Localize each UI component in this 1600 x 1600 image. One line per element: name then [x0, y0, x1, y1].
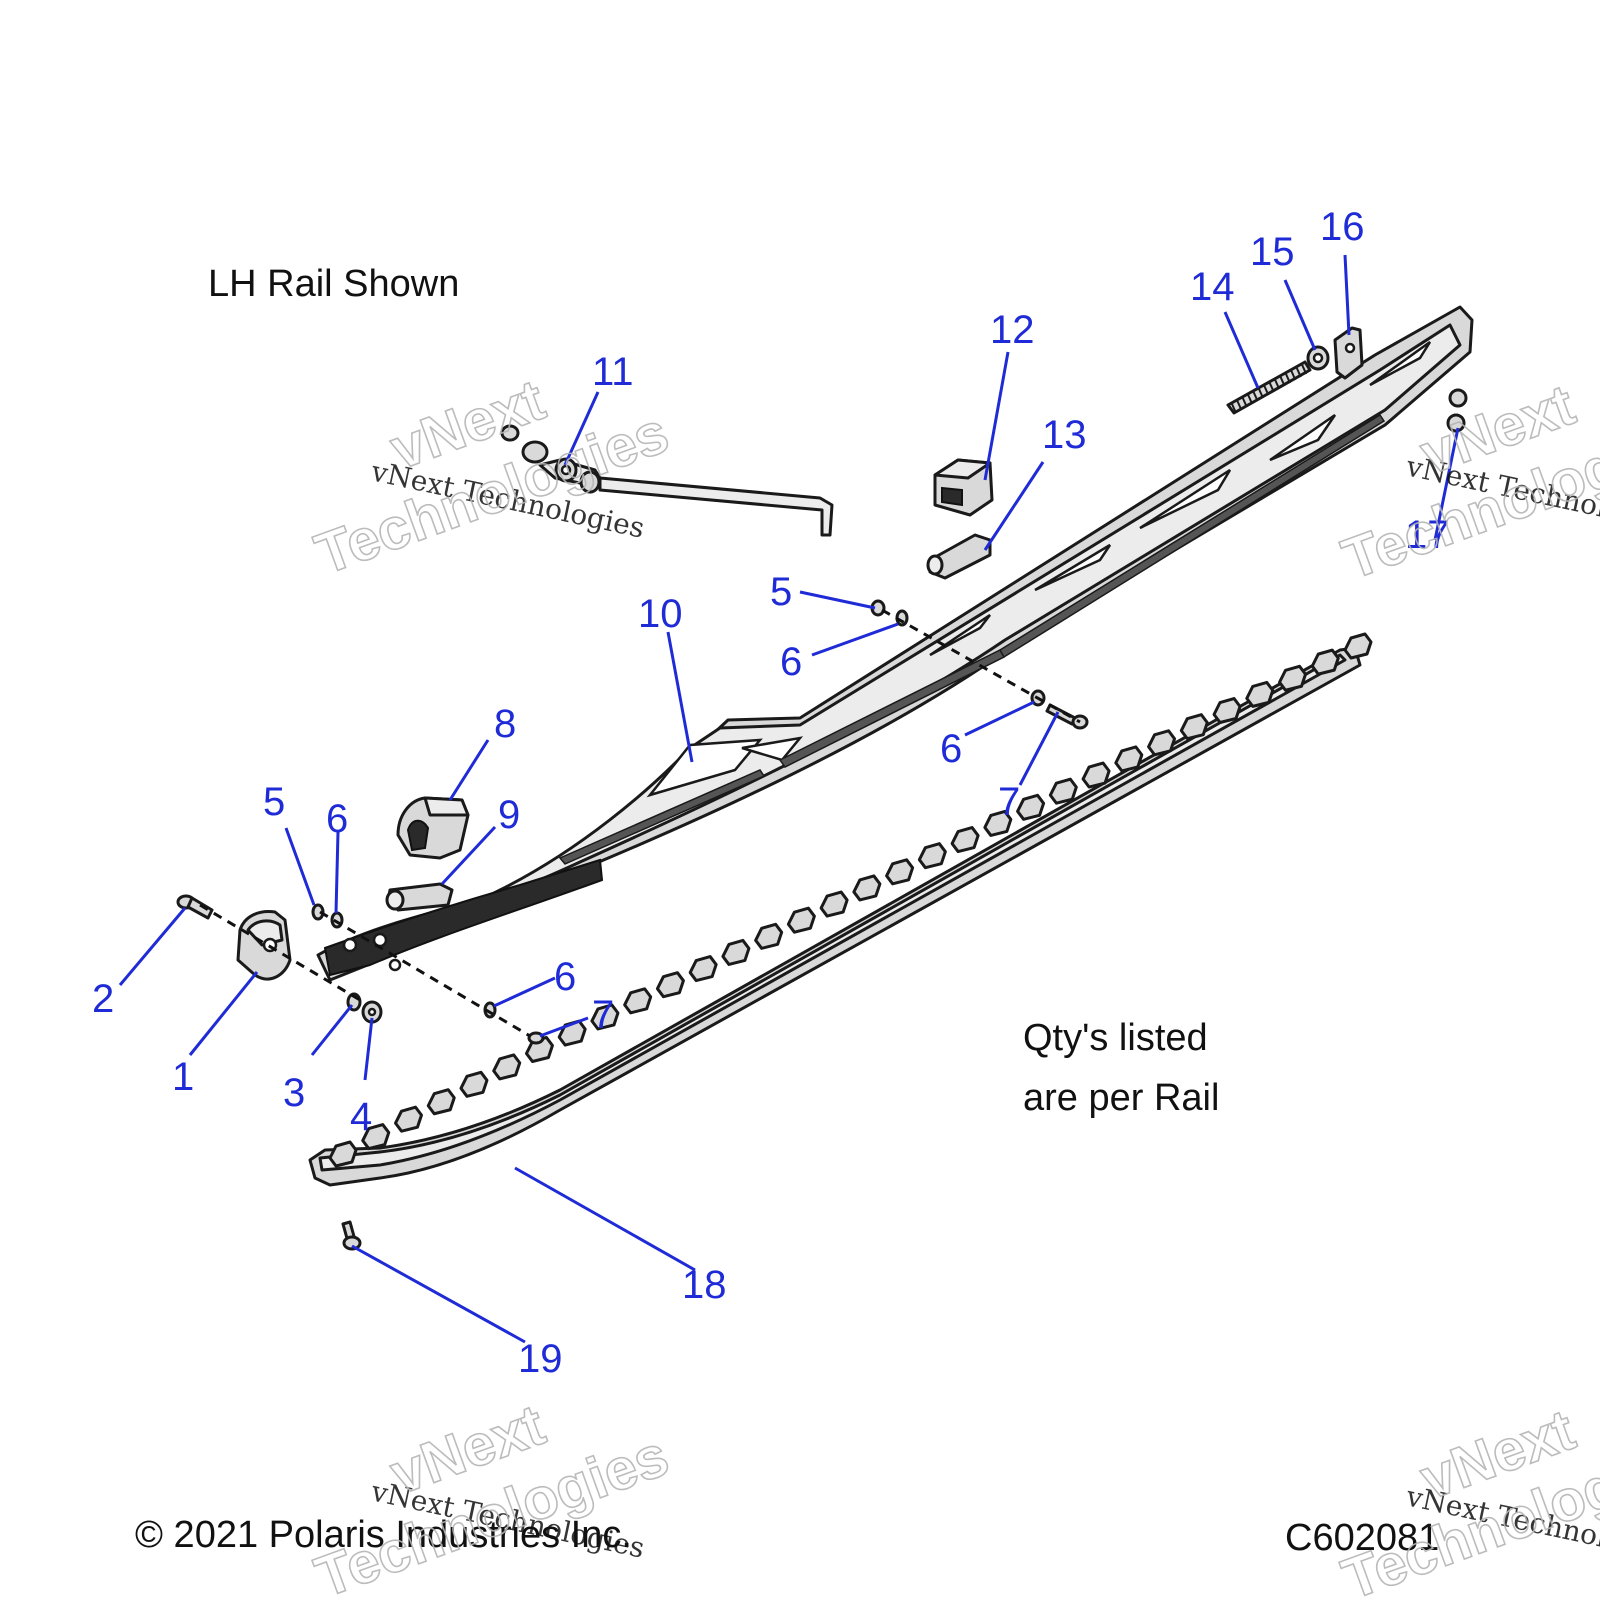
callout-17: 17 — [1405, 513, 1450, 557]
nut-part-15 — [1306, 345, 1330, 371]
callout-19: 19 — [518, 1337, 563, 1381]
callout-8: 8 — [494, 702, 516, 746]
thread-line — [1252, 391, 1259, 402]
callout-6-lower: 6 — [554, 955, 576, 999]
wear-strip-tooth — [492, 1053, 522, 1081]
bracket-part-16 — [1333, 326, 1364, 380]
callout-6-front: 6 — [326, 797, 348, 841]
thread-line — [1241, 397, 1248, 408]
thread-line — [1247, 394, 1254, 405]
thread-line — [1301, 364, 1308, 375]
thread-line — [1295, 367, 1302, 378]
qty-note-line-2: are per Rail — [1023, 1077, 1219, 1119]
callout-12: 12 — [990, 308, 1035, 352]
pin-part-9 — [385, 882, 454, 912]
callout-7-lower: 7 — [592, 993, 614, 1037]
wear-strip-tooth — [754, 922, 784, 950]
thread-line — [1268, 382, 1275, 393]
wear-strip-tooth — [459, 1070, 489, 1098]
wear-strip-tooth — [1179, 713, 1209, 741]
nut-part-17-upper — [1448, 388, 1468, 408]
wear-strip-tooth — [983, 809, 1013, 837]
callout-9: 9 — [498, 793, 520, 837]
wear-strip-tooth — [1278, 664, 1308, 692]
callout-16: 16 — [1320, 205, 1365, 249]
pin-part-13 — [926, 533, 992, 580]
wear-strip-tooth — [623, 987, 653, 1015]
wear-strip-tooth — [950, 826, 980, 854]
wear-strip-tooth — [786, 906, 816, 934]
callout-11: 11 — [592, 350, 634, 394]
wear-strip-tooth — [590, 1003, 620, 1031]
callout-7-mid: 7 — [998, 780, 1020, 824]
thread-line — [1279, 376, 1286, 387]
wear-strip-tooth — [721, 938, 751, 966]
wear-strip-tooth — [1048, 777, 1078, 805]
thread-line — [1236, 400, 1243, 411]
nut-part-5-front — [311, 903, 325, 921]
view-label: LH Rail Shown — [208, 263, 459, 305]
leader-lines — [118, 254, 1460, 1344]
wear-strip-tooth — [1343, 632, 1373, 660]
thread-line — [1285, 373, 1291, 384]
wear-strip-tooth — [917, 842, 947, 870]
wear-strip-tooth — [1081, 761, 1111, 789]
thread-line — [1258, 388, 1264, 399]
front-cap-part-1 — [236, 910, 292, 981]
rail-frame-part-10 — [316, 305, 1474, 982]
wear-strip-tooth — [328, 1140, 358, 1168]
wear-strip-tooth — [426, 1088, 456, 1116]
callout-10: 10 — [638, 592, 683, 636]
watermark-bottom-left: vNext Technologies vNext Technologies — [306, 1391, 677, 1600]
threaded-bolt-part-14 — [1226, 360, 1312, 415]
thread-line — [1274, 379, 1281, 390]
wear-strip-tooth — [655, 971, 685, 999]
callout-5-mid: 5 — [770, 570, 792, 614]
thread-line — [1290, 370, 1297, 381]
callout-18: 18 — [682, 1263, 727, 1307]
wear-strip-tooth — [1245, 680, 1275, 708]
wear-strip-tooth — [688, 955, 718, 983]
callout-13: 13 — [1042, 413, 1087, 457]
rod-assembly-part-11 — [500, 424, 834, 537]
wear-strip-tooth — [1114, 745, 1144, 773]
callout-4: 4 — [350, 1095, 372, 1139]
callout-6-mid-lower: 6 — [940, 727, 962, 771]
wear-strip-tooth — [1016, 793, 1046, 821]
bumper-block-part-12 — [933, 458, 994, 517]
callout-15: 15 — [1250, 230, 1295, 274]
bolt-threads — [1231, 364, 1308, 414]
qty-note-line-1: Qty's listed — [1023, 1017, 1208, 1059]
callout-numbers: 1 2 3 4 5 6 6 7 8 9 10 5 6 6 7 11 12 13 … — [92, 205, 1450, 1381]
callout-2: 2 — [92, 977, 114, 1021]
wear-strip-tooth — [1147, 729, 1177, 757]
thread-line — [1231, 403, 1237, 414]
callout-5-front: 5 — [263, 780, 285, 824]
notes: LH Rail Shown Qty's listed are per Rail … — [135, 263, 1439, 1559]
wear-strip-tooth — [393, 1105, 423, 1133]
drawing-id: C602081 — [1285, 1517, 1439, 1559]
watermark-top-left: vNext Technologies vNext Technologies — [306, 366, 677, 588]
bolt-part-2 — [176, 894, 214, 920]
wear-strip-teeth — [328, 632, 1373, 1168]
wear-strip-tooth — [885, 858, 915, 886]
stopper-block-part-8 — [396, 796, 470, 860]
callout-1: 1 — [172, 1055, 194, 1099]
wear-strip-tooth — [361, 1123, 391, 1151]
bolt-part-7-lower — [527, 1031, 545, 1045]
wear-strip-tooth — [852, 874, 882, 902]
assembly-lines — [199, 608, 1081, 1038]
callout-3: 3 — [283, 1071, 305, 1115]
copyright: © 2021 Polaris Industries Inc. — [135, 1514, 632, 1556]
callout-6-mid: 6 — [780, 640, 802, 684]
thread-line — [1263, 385, 1270, 396]
screw-part-19 — [341, 1220, 362, 1251]
watermark-bottom-right: vNext Technologies vNext Technologies — [1333, 1396, 1600, 1600]
callout-14: 14 — [1190, 265, 1235, 309]
wear-strip-tooth — [819, 890, 849, 918]
nut-part-4 — [361, 1000, 383, 1024]
wear-strip-tooth — [1212, 697, 1242, 725]
wear-strip-tooth — [1310, 648, 1340, 676]
